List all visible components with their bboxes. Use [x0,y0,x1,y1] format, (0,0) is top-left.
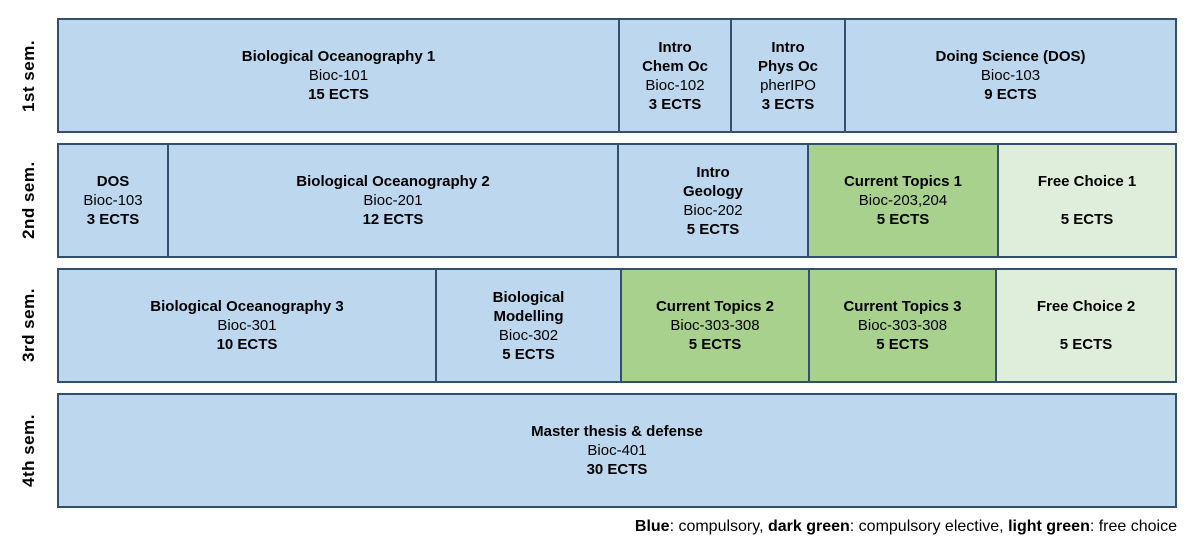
block-intro-phys-oc: Intro Phys Oc pherIPO 3 ECTS [730,20,844,131]
course-ects: 12 ECTS [362,211,424,228]
course-name: Biological Oceanography 3 [150,298,344,315]
legend-desc-compulsory: : compulsory, [669,518,768,535]
semester-4-blocks: Master thesis & defense Bioc-401 30 ECTS [57,393,1177,508]
course-name: Free Choice 2 [1036,298,1136,315]
semester-label-1: 1st sem. [19,39,38,112]
block-biological-oceanography-1: Biological Oceanography 1 Bioc-101 15 EC… [59,20,618,131]
course-ects: 5 ECTS [876,211,930,228]
course-ects: 5 ECTS [502,345,555,363]
course-ects: 5 ECTS [688,336,742,353]
course-code: Bioc-103 [980,67,1041,84]
course-ects: 5 ECTS [686,220,740,238]
block-free-choice-2: Free Choice 2 5 ECTS [995,270,1175,381]
legend-term-blue: Blue [634,518,670,535]
course-code: pherIPO [760,76,816,94]
block-current-topics-3: Current Topics 3 Bioc-303-308 5 ECTS [808,270,995,381]
course-name: DOS [96,173,130,190]
semester-3-blocks: Biological Oceanography 3 Bioc-301 10 EC… [57,268,1177,383]
course-name: Doing Science (DOS) [935,48,1086,65]
block-intro-chem-oc: Intro Chem Oc Bioc-102 3 ECTS [618,20,730,131]
course-ects: 3 ECTS [761,95,815,113]
course-code: Bioc-303-308 [670,317,760,334]
block-current-topics-1: Current Topics 1 Bioc-203,204 5 ECTS [807,145,997,256]
legend-desc-compulsory-elective: : compulsory elective, [849,518,1009,535]
color-legend: Blue: compulsory, dark green: compulsory… [0,518,1177,536]
course-name: Free Choice 1 [1037,173,1137,190]
block-master-thesis: Master thesis & defense Bioc-401 30 ECTS [59,395,1175,506]
course-code: Bioc-303-308 [857,317,948,334]
course-code: Bioc-401 [587,442,647,459]
block-dos: DOS Bioc-103 3 ECTS [59,145,167,256]
semester-label-2: 2nd sem. [19,161,38,240]
semester-1-blocks: Biological Oceanography 1 Bioc-101 15 EC… [57,18,1177,133]
course-name: Biological Oceanography 2 [296,173,490,190]
semester-2-blocks: DOS Bioc-103 3 ECTS Biological Oceanogra… [57,143,1177,258]
course-ects: 5 ECTS [1059,336,1113,353]
course-ects: 5 ECTS [1060,211,1114,228]
course-name: Biological Oceanography 1 [241,48,436,65]
course-ects: 3 ECTS [648,95,702,113]
legend-term-light-green: light green [1008,518,1090,535]
semester-row-3: 3rd sem. Biological Oceanography 3 Bioc-… [0,268,1200,383]
course-ects: 30 ECTS [586,461,648,478]
course-code: Bioc-203,204 [858,192,948,209]
course-ects: 10 ECTS [216,336,278,353]
semester-label-3: 3rd sem. [19,288,38,363]
course-ects: 5 ECTS [876,336,929,353]
block-free-choice-1: Free Choice 1 5 ECTS [997,145,1175,256]
course-ects: 3 ECTS [86,211,140,228]
course-code: Bioc-301 [217,317,277,334]
block-biological-oceanography-3: Biological Oceanography 3 Bioc-301 10 EC… [59,270,435,381]
semester-row-1: 1st sem. Biological Oceanography 1 Bioc-… [0,18,1200,133]
course-code: Bioc-103 [83,192,143,209]
block-intro-geology: Intro Geology Bioc-202 5 ECTS [617,145,807,256]
course-name: Biological Modelling [492,288,565,325]
block-current-topics-2: Current Topics 2 Bioc-303-308 5 ECTS [620,270,808,381]
legend-term-dark-green: dark green [767,518,850,535]
legend-desc-free-choice: : free choice [1089,518,1177,535]
course-code: Bioc-201 [363,192,423,209]
block-doing-science: Doing Science (DOS) Bioc-103 9 ECTS [844,20,1175,131]
course-name: Current Topics 3 [843,298,962,315]
course-name: Current Topics 1 [843,173,963,190]
course-code: Bioc-102 [645,76,705,94]
course-name: Master thesis & defense [531,423,703,440]
semester-row-2: 2nd sem. DOS Bioc-103 3 ECTS Biological … [0,143,1200,258]
course-ects: 15 ECTS [308,86,369,103]
course-name: Intro Geology [682,163,743,200]
course-code: Bioc-202 [683,201,743,219]
course-name: Current Topics 2 [655,298,775,315]
course-name: Intro Phys Oc [757,38,819,75]
semester-label-4: 4th sem. [19,414,38,487]
course-name: Intro Chem Oc [642,38,708,75]
course-code: Bioc-302 [498,326,559,344]
course-ects: 9 ECTS [984,86,1037,103]
semester-row-4: 4th sem. Master thesis & defense Bioc-40… [0,393,1200,508]
block-biological-oceanography-2: Biological Oceanography 2 Bioc-201 12 EC… [167,145,617,256]
course-code: Bioc-101 [308,67,369,84]
block-biological-modelling: Biological Modelling Bioc-302 5 ECTS [435,270,620,381]
